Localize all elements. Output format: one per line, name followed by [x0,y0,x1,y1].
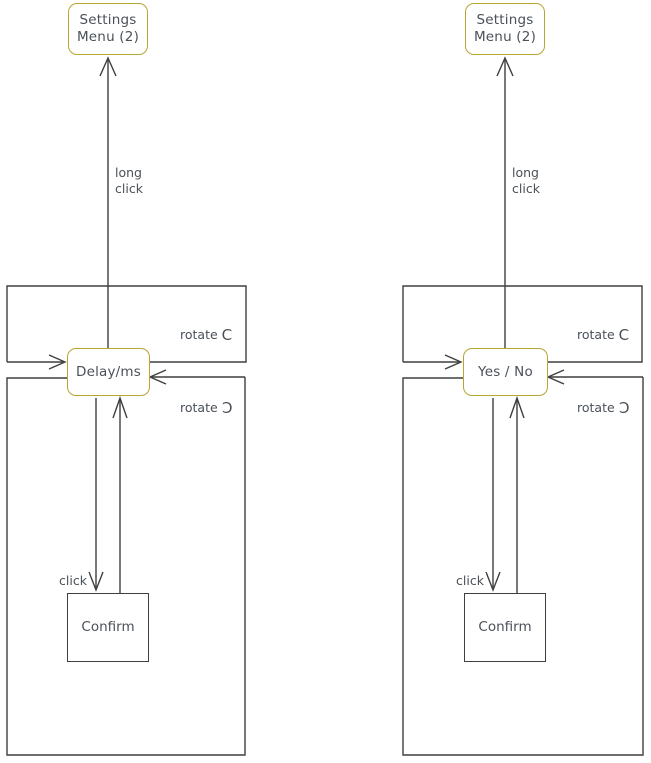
action-box-label: Confirm [478,619,532,635]
edge-label-rotate-ccw-right: rotate C [575,399,632,417]
rotate-cw-icon: C [618,326,630,344]
action-box-confirm-right[interactable]: Confirm [464,593,546,662]
edge-label-click-left: click [57,573,89,589]
edge-label-rotate-cw-left: rotate C [178,326,235,344]
state-label: Yes / No [478,363,533,380]
edge-label-click-right: click [454,573,486,589]
edge-label-rotate-ccw-left: rotate C [178,399,235,417]
action-box-label: Confirm [81,619,135,635]
rotate-ccw-icon: C [221,399,233,417]
edge-label-rotate-cw-right: rotate C [575,326,632,344]
rotate-cw-icon: C [221,326,233,344]
state-delay-ms[interactable]: Delay/ms [67,348,150,396]
state-yes-no[interactable]: Yes / No [463,348,548,396]
state-label: Delay/ms [75,363,142,380]
rotate-ccw-icon: C [618,399,630,417]
action-box-confirm-left[interactable]: Confirm [67,593,149,662]
